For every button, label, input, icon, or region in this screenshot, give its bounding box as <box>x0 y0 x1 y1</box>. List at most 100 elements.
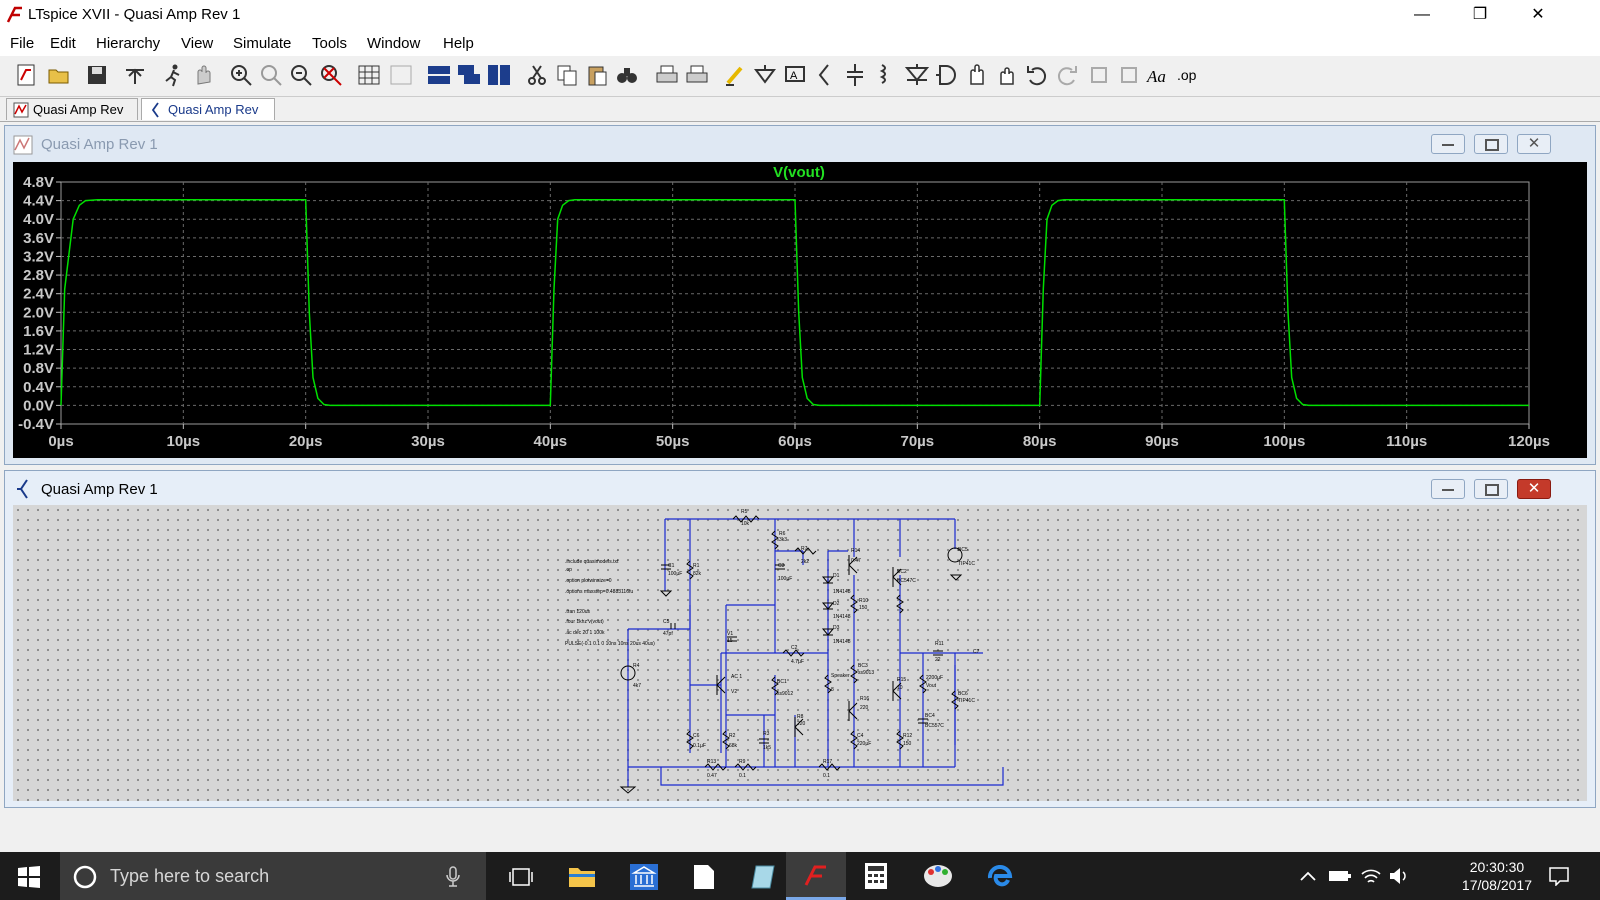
calculator-icon[interactable] <box>864 862 888 890</box>
component-label[interactable]: V1 <box>727 631 733 637</box>
component-label[interactable]: BC3 <box>858 663 868 669</box>
control-panel-icon[interactable] <box>122 62 148 88</box>
component-label[interactable]: 0.47 <box>707 773 717 779</box>
document-app-icon[interactable] <box>692 864 716 890</box>
component-label[interactable]: C5 <box>663 619 670 625</box>
component-label[interactable]: Vout <box>926 683 937 689</box>
component-label[interactable]: R2 <box>729 733 736 739</box>
mark-units-icon[interactable] <box>388 62 414 88</box>
component-label[interactable]: R10 <box>859 598 868 604</box>
zoom-in-icon[interactable] <box>228 62 254 88</box>
component-label[interactable]: D1 <box>833 573 840 579</box>
paint-app-icon[interactable] <box>922 862 954 890</box>
component-label[interactable]: BC6 <box>958 691 968 697</box>
component-icon[interactable] <box>934 62 960 88</box>
file-explorer-icon[interactable] <box>568 864 596 888</box>
halt-simulation-icon[interactable] <box>190 62 216 88</box>
component-label[interactable]: 2k2 <box>801 559 809 565</box>
volume-icon[interactable] <box>1388 866 1410 886</box>
component-label[interactable]: R15 <box>897 677 906 683</box>
restore-button[interactable]: ❐ <box>1472 6 1488 23</box>
tile-vertical-icon[interactable] <box>486 62 512 88</box>
save-icon[interactable] <box>84 62 110 88</box>
component-label[interactable]: 0.1 <box>739 773 746 779</box>
mirror-icon[interactable] <box>1116 62 1142 88</box>
component-label[interactable]: R6 <box>779 531 786 537</box>
component-label[interactable]: ss9012 <box>777 691 793 697</box>
spice-directive[interactable]: .four 1khz v(vout) <box>565 619 604 625</box>
spice-directive[interactable]: .include quasimodels.txt <box>565 559 619 565</box>
component-label[interactable]: 220 <box>797 721 806 727</box>
component-label[interactable]: BC557C <box>925 723 944 729</box>
component-label[interactable]: 2200µF <box>926 675 943 681</box>
component-label[interactable]: 0.47 <box>851 558 861 564</box>
component-label[interactable]: 10k <box>741 521 750 527</box>
component-label[interactable]: R8 <box>797 714 804 720</box>
close-button[interactable]: ✕ <box>1531 6 1545 23</box>
schematic-close-button[interactable]: ✕ <box>1517 479 1551 499</box>
print-preview-icon[interactable] <box>684 62 710 88</box>
schematic-canvas[interactable]: .include quasimodels.txt .op .option plotw… <box>13 505 1587 801</box>
component-label[interactable]: Speaker <box>831 673 850 679</box>
component-label[interactable]: C4 <box>857 733 864 739</box>
component-label[interactable]: D3 <box>833 625 840 631</box>
component-label[interactable]: C7 <box>973 649 980 655</box>
tile-horizontal-icon[interactable] <box>426 62 452 88</box>
run-simulation-icon[interactable] <box>160 62 186 88</box>
cut-icon[interactable] <box>524 62 550 88</box>
spice-directive[interactable]: PULSE(-0.1 0.1 0 10ns 10ns 20us 40us) <box>565 641 655 647</box>
component-label[interactable]: R11 <box>935 641 944 647</box>
tab-waveform[interactable]: Quasi Amp Rev 1 <box>6 98 138 139</box>
component-label[interactable]: 10 <box>897 685 903 691</box>
ground-icon[interactable] <box>752 62 778 88</box>
wifi-icon[interactable] <box>1360 866 1382 886</box>
spice-directive[interactable]: .options maxstep=0.4883116fu <box>565 589 633 595</box>
component-label[interactable]: BC5 <box>958 547 968 553</box>
component-label[interactable]: 1N4148 <box>833 614 851 620</box>
notepad-app-icon[interactable] <box>750 864 778 890</box>
component-label[interactable]: AC 1 <box>731 674 742 680</box>
component-label[interactable]: 1k5 <box>763 745 771 751</box>
component-label[interactable]: D2 <box>833 601 840 607</box>
component-label[interactable]: C2 <box>791 645 798 651</box>
menu-window[interactable]: Window <box>367 35 421 52</box>
component-label[interactable]: 100µF <box>778 576 792 582</box>
resistor-icon[interactable] <box>812 62 838 88</box>
menu-file[interactable]: File <box>10 35 35 52</box>
component-label[interactable]: R1 <box>693 563 700 569</box>
new-schematic-icon[interactable] <box>14 62 40 88</box>
component-label[interactable]: BC4 <box>925 713 935 719</box>
menu-simulate[interactable]: Simulate <box>233 35 292 52</box>
zoom-fit-icon[interactable] <box>318 62 344 88</box>
component-label[interactable]: 15 <box>727 638 733 644</box>
spice-directive[interactable]: .tran 120us <box>565 609 591 615</box>
menu-edit[interactable]: Edit <box>50 35 76 52</box>
component-label[interactable]: 4.7µF <box>791 659 804 665</box>
spice-directive[interactable]: .option plotwinsize=0 <box>565 578 612 584</box>
component-label[interactable]: 220µF <box>857 741 871 747</box>
microphone-icon[interactable] <box>446 866 460 888</box>
print-icon[interactable] <box>654 62 680 88</box>
component-label[interactable]: R17 <box>823 759 832 765</box>
spice-directive[interactable]: .op <box>565 567 572 573</box>
open-folder-icon[interactable] <box>46 62 72 88</box>
component-label[interactable]: C3 <box>778 563 785 569</box>
label-net-icon[interactable]: A <box>782 62 808 88</box>
draw-wire-icon[interactable] <box>722 62 748 88</box>
component-label[interactable]: C6 <box>693 733 700 739</box>
battery-icon[interactable] <box>1328 868 1352 884</box>
component-label[interactable]: 100µF <box>668 571 682 577</box>
system-clock[interactable]: 20:30:30 17/08/2017 <box>1462 858 1532 894</box>
component-label[interactable]: 1N4148 <box>833 639 851 645</box>
component-label[interactable]: BC547C <box>897 578 916 584</box>
component-label[interactable]: 220 <box>860 705 869 711</box>
schematic-maximize-button[interactable] <box>1474 479 1508 499</box>
paste-icon[interactable] <box>584 62 610 88</box>
component-label[interactable]: R5 <box>741 509 748 515</box>
minimize-button[interactable]: — <box>1414 6 1430 23</box>
search-box[interactable]: Type here to search <box>60 852 486 900</box>
task-view-icon[interactable] <box>508 866 534 888</box>
component-label[interactable]: R9 <box>739 759 746 765</box>
spice-directive-icon[interactable]: .op <box>1176 62 1202 88</box>
component-label[interactable]: 1N4148 <box>833 589 851 595</box>
